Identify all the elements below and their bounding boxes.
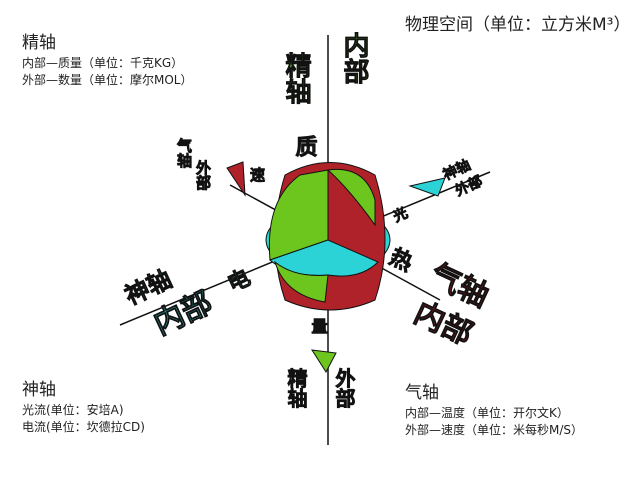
jing-line-1: 内部—质量（单位：千克KG） [22, 56, 184, 70]
qi-line-1: 内部—温度（单位：开尔文K） [405, 406, 569, 420]
shen-line-2: 电流(单位：坎德拉CD) [22, 420, 145, 434]
qi-axis-legend: 气轴 内部—温度（单位：开尔文K） 外部—速度（单位：米每秒M/S） [405, 378, 583, 439]
shen-outer-arrow [408, 177, 446, 197]
right-short-label: 光 [390, 204, 411, 226]
ul-short-label: 速 [250, 166, 265, 184]
top-axis-label-a: 精轴 [281, 52, 311, 104]
qi-heading: 气轴 [405, 383, 439, 403]
green-lobe-right [326, 168, 376, 227]
green-lobe-bottom [274, 260, 329, 303]
bottom-axis-label-a: 精轴 [284, 367, 308, 408]
left-short-label: 电 [224, 265, 255, 297]
jing-axis-legend: 精轴 内部—质量（单位：千克KG） 外部—数量（单位：摩尔MOL） [22, 28, 193, 89]
top-short-label: 质 [292, 135, 318, 158]
shen-axis-legend: 神轴 光流(单位：安培A) 电流(单位：坎德拉CD) [22, 375, 145, 436]
bottom-axis-label-b: 外部 [332, 367, 356, 408]
ul-axis-label-b: 外部 [194, 159, 212, 191]
jing-outer-arrow [311, 349, 337, 373]
lr-short-label: 热 [385, 244, 416, 277]
physical-space-title: 物理空间（单位：立方米M³） [405, 15, 631, 35]
qi-outer-arrow [226, 161, 246, 197]
qi-line-2: 外部—速度（单位：米每秒M/S） [405, 423, 584, 437]
top-axis-label-b: 内部 [339, 32, 369, 84]
ul-axis-label-a: 气轴 [175, 137, 193, 169]
bottom-short-label: 量 [309, 318, 328, 334]
jing-heading: 精轴 [22, 33, 56, 53]
shen-heading: 神轴 [22, 380, 56, 400]
jing-line-2: 外部—数量（单位：摩尔MOL） [22, 73, 193, 87]
shen-line-1: 光流(单位：安培A) [22, 403, 124, 417]
